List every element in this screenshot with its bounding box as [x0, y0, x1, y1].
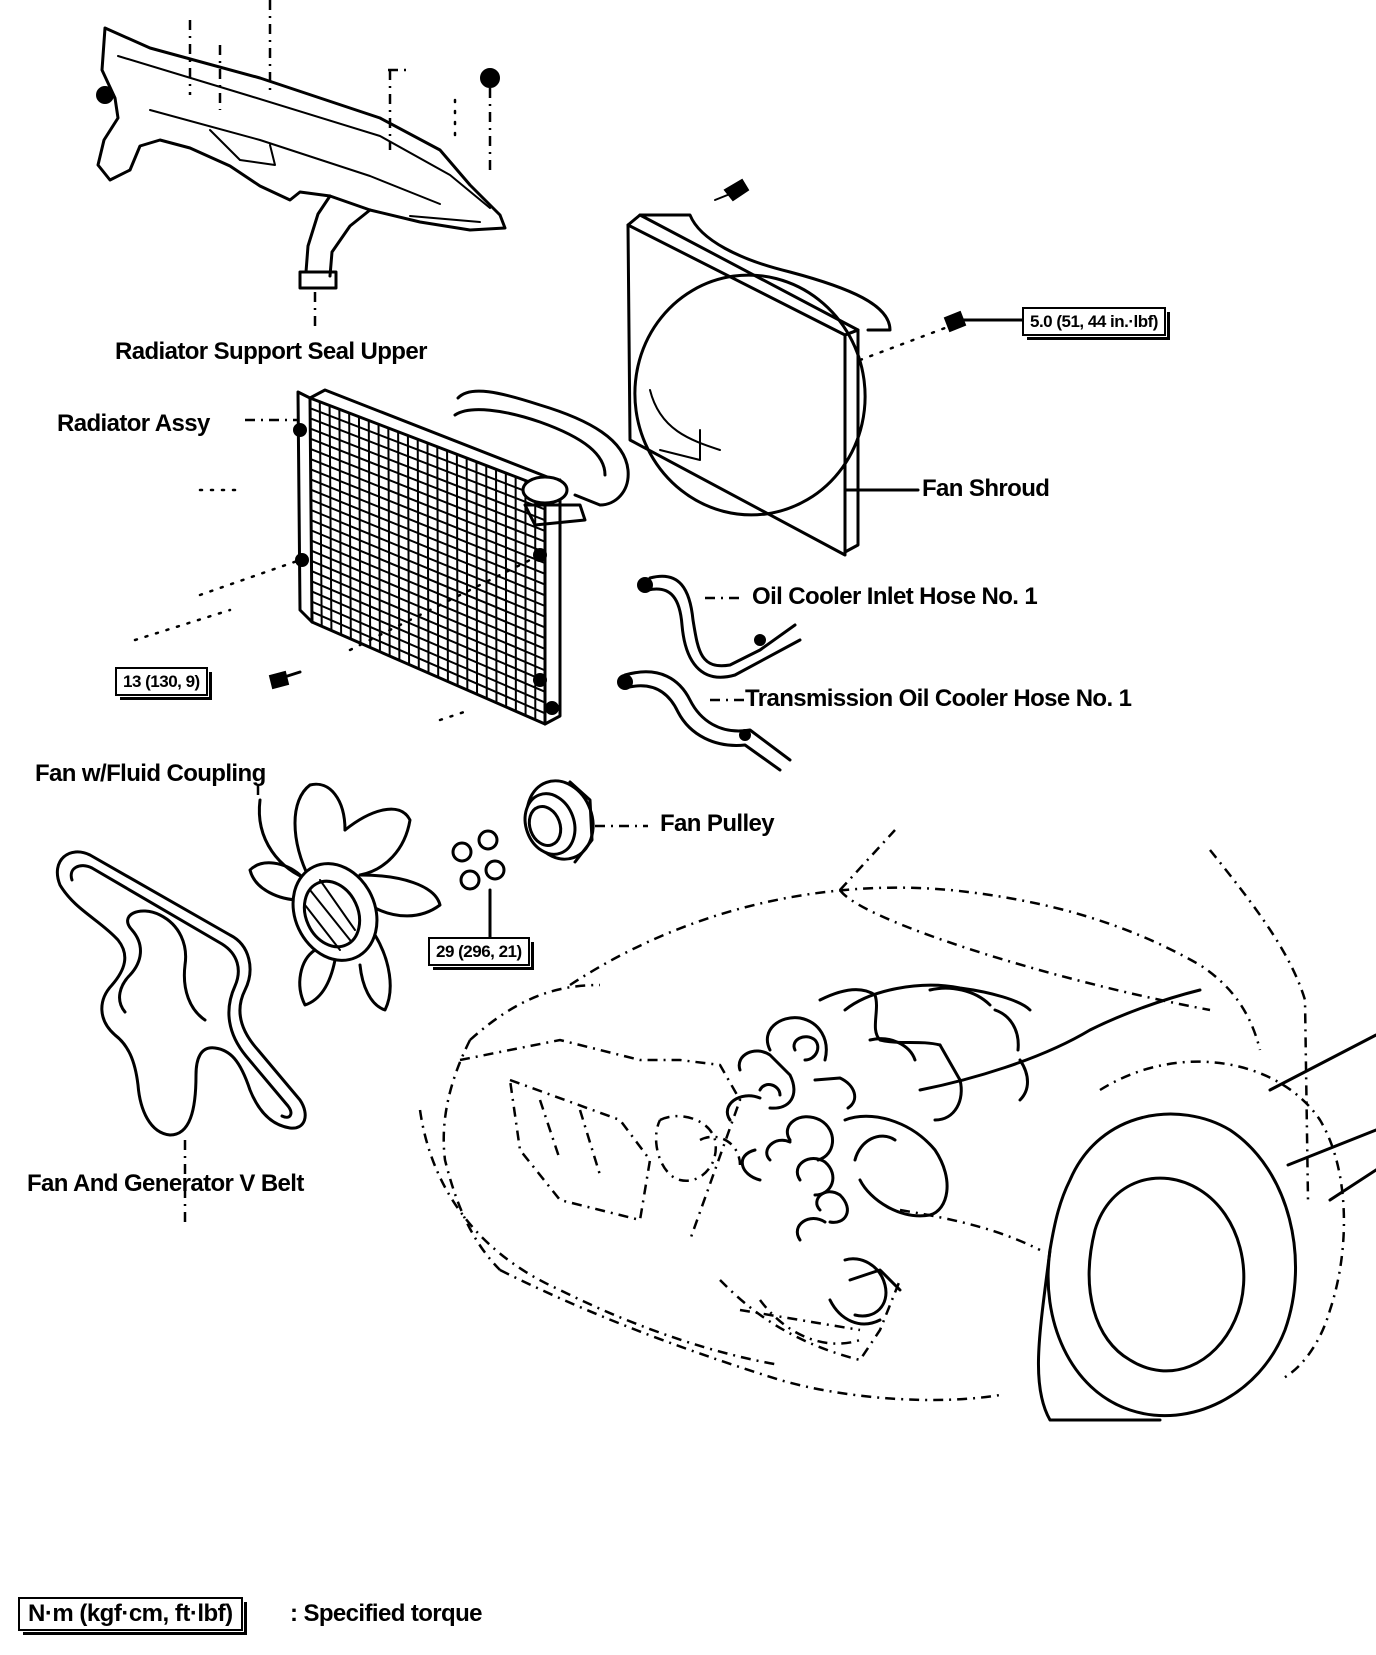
label-transmission-oil-cooler-hose: Transmission Oil Cooler Hose No. 1 [745, 687, 1131, 711]
fan-nuts-part [453, 831, 504, 938]
radiator-support-seal-upper-part [97, 0, 505, 328]
label-fan-pulley: Fan Pulley [660, 812, 774, 836]
label-fan-and-generator-v-belt: Fan And Generator V Belt [27, 1172, 304, 1196]
torque-box-fan-nut: 29 (296, 21) [428, 937, 530, 966]
torque-box-fan-shroud-bolt: 5.0 (51, 44 in.·lbf) [1022, 307, 1166, 336]
fan-pulley-part [516, 771, 648, 868]
legend-unit-box: N·m (kgf·cm, ft·lbf) [18, 1597, 243, 1631]
label-radiator-assy: Radiator Assy [57, 412, 210, 436]
fan-w-fluid-coupling-part [250, 784, 440, 1010]
label-fan-shroud: Fan Shroud [922, 477, 1049, 501]
torque-box-radiator-bolt: 13 (130, 9) [115, 667, 208, 696]
label-fan-w-fluid-coupling: Fan w/Fluid Coupling [35, 762, 266, 786]
radiator-assy-part [135, 390, 628, 724]
label-radiator-support-seal-upper: Radiator Support Seal Upper [115, 340, 427, 364]
legend-description: : Specified torque [290, 1602, 482, 1626]
label-oil-cooler-inlet-hose: Oil Cooler Inlet Hose No. 1 [752, 585, 1037, 609]
vehicle-front-part [420, 830, 1376, 1420]
